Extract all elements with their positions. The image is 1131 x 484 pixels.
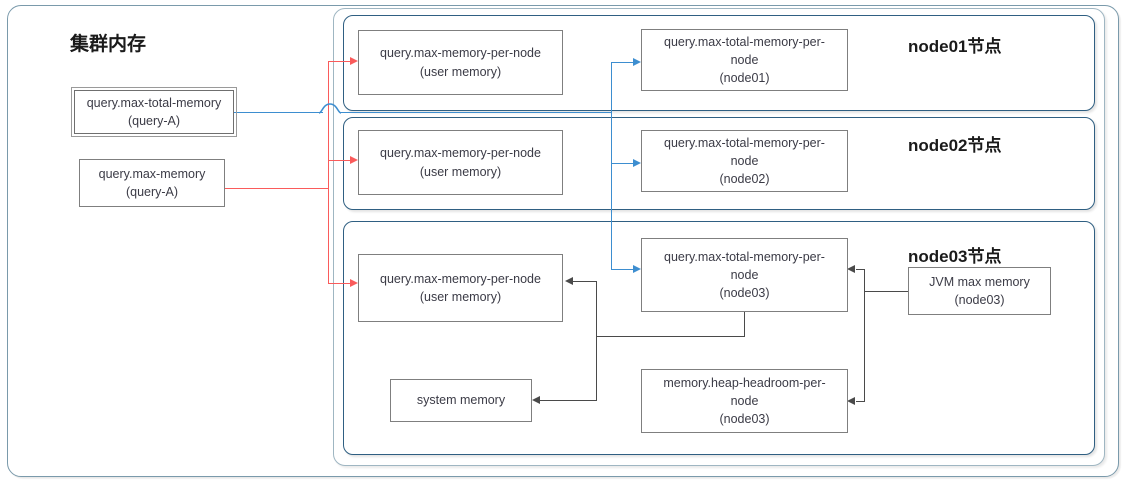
box-line-2: node xyxy=(730,153,759,168)
box-line-3: (node01) xyxy=(719,71,770,86)
black-edge-jvm-bus xyxy=(864,269,865,402)
red-edge-branch-node02 xyxy=(328,160,352,161)
box-query-max-total-memory[interactable]: query.max-total-memory (query-A) xyxy=(70,86,238,138)
red-edge-segment xyxy=(225,188,329,189)
box-line-2: (user memory) xyxy=(419,64,502,79)
box-line-2: node xyxy=(730,52,759,67)
box-line-2: (query-A) xyxy=(125,185,179,199)
black-arrowhead-system-memory xyxy=(532,395,540,404)
box-node01-query-max-memory-per-node[interactable]: query.max-memory-per-node (user memory) xyxy=(358,30,563,95)
black-edge-jvm-to-headroom xyxy=(856,401,865,402)
black-edge-jvm-out xyxy=(864,291,908,292)
blue-edge-riser xyxy=(611,62,612,269)
black-edge-total-to-split xyxy=(744,312,745,337)
box-line-1: query.max-total-memory xyxy=(86,95,222,110)
box-line-2: (query-A) xyxy=(127,114,181,128)
black-edge-system-memory-run xyxy=(540,400,597,401)
box-line-1: memory.heap-headroom-per- xyxy=(663,375,826,390)
box-line-3: (node03) xyxy=(719,412,770,427)
node02-title: node02节点 xyxy=(908,136,1002,155)
box-node03-query-max-total-memory-per-node[interactable]: query.max-total-memory-per- node (node03… xyxy=(641,238,848,312)
box-node03-system-memory[interactable]: system memory xyxy=(390,379,532,422)
cluster-memory-title: 集群内存 xyxy=(70,34,147,55)
black-edge-to-system-memory xyxy=(596,336,597,401)
red-arrowhead-node01 xyxy=(350,56,358,65)
black-arrowhead-total-per-node xyxy=(847,264,855,273)
red-edge-branch-node03 xyxy=(328,283,352,284)
blue-edge-hop xyxy=(318,101,342,122)
red-arrowhead-node03 xyxy=(350,278,358,287)
box-line-1: query.max-memory-per-node xyxy=(380,46,541,61)
black-arrowhead-heap-headroom xyxy=(847,396,855,405)
box-line-1: JVM max memory xyxy=(929,274,1030,289)
red-edge-riser xyxy=(328,61,329,283)
node03-title: node03节点 xyxy=(908,247,1002,266)
blue-edge-segment xyxy=(340,112,612,113)
box-line-3: (node03) xyxy=(719,286,770,301)
box-node02-query-max-total-memory-per-node[interactable]: query.max-total-memory-per- node (node02… xyxy=(641,130,848,192)
blue-arrowhead-node03 xyxy=(633,264,641,273)
box-line-3: (node02) xyxy=(719,172,770,187)
black-edge-jvm-to-total xyxy=(856,269,865,270)
box-line-1: system memory xyxy=(416,393,506,408)
node01-title: node01节点 xyxy=(908,37,1002,56)
black-edge-split-riser xyxy=(596,281,597,337)
black-edge-into-per-node xyxy=(573,281,597,282)
blue-edge-branch-node01 xyxy=(611,62,635,63)
box-node02-query-max-memory-per-node[interactable]: query.max-memory-per-node (user memory) xyxy=(358,130,563,195)
box-line-2: (node03) xyxy=(954,293,1005,307)
box-line-2: (user memory) xyxy=(419,290,502,304)
box-line-2: node xyxy=(730,393,759,408)
box-line-1: query.max-total-memory-per- xyxy=(664,34,825,49)
blue-edge-segment xyxy=(233,112,323,113)
blue-arrowhead-node02 xyxy=(633,158,641,167)
box-line-2: (user memory) xyxy=(419,164,502,179)
box-query-max-memory[interactable]: query.max-memory (query-A) xyxy=(79,159,225,207)
black-arrowhead-per-node xyxy=(565,276,573,285)
blue-arrowhead-node01 xyxy=(633,57,641,66)
blue-edge-branch-node03 xyxy=(611,269,635,270)
box-line-1: query.max-memory-per-node xyxy=(380,146,541,161)
box-line-1: query.max-total-memory-per- xyxy=(664,135,825,150)
black-edge-split-run xyxy=(596,336,745,337)
blue-edge-branch-node02 xyxy=(611,163,635,164)
box-node03-memory-heap-headroom-per-node[interactable]: memory.heap-headroom-per- node (node03) xyxy=(641,369,848,433)
red-arrowhead-node02 xyxy=(350,155,358,164)
box-node03-jvm-max-memory[interactable]: JVM max memory (node03) xyxy=(908,267,1051,315)
box-line-2: node xyxy=(730,267,759,282)
box-line-1: query.max-total-memory-per- xyxy=(664,249,825,264)
box-line-1: query.max-memory-per-node xyxy=(380,271,541,286)
box-node01-query-max-total-memory-per-node[interactable]: query.max-total-memory-per- node (node01… xyxy=(641,29,848,91)
box-node03-query-max-memory-per-node[interactable]: query.max-memory-per-node (user memory) xyxy=(358,254,563,322)
red-edge-branch-node01 xyxy=(328,61,352,62)
box-line-1: query.max-memory xyxy=(98,166,206,181)
